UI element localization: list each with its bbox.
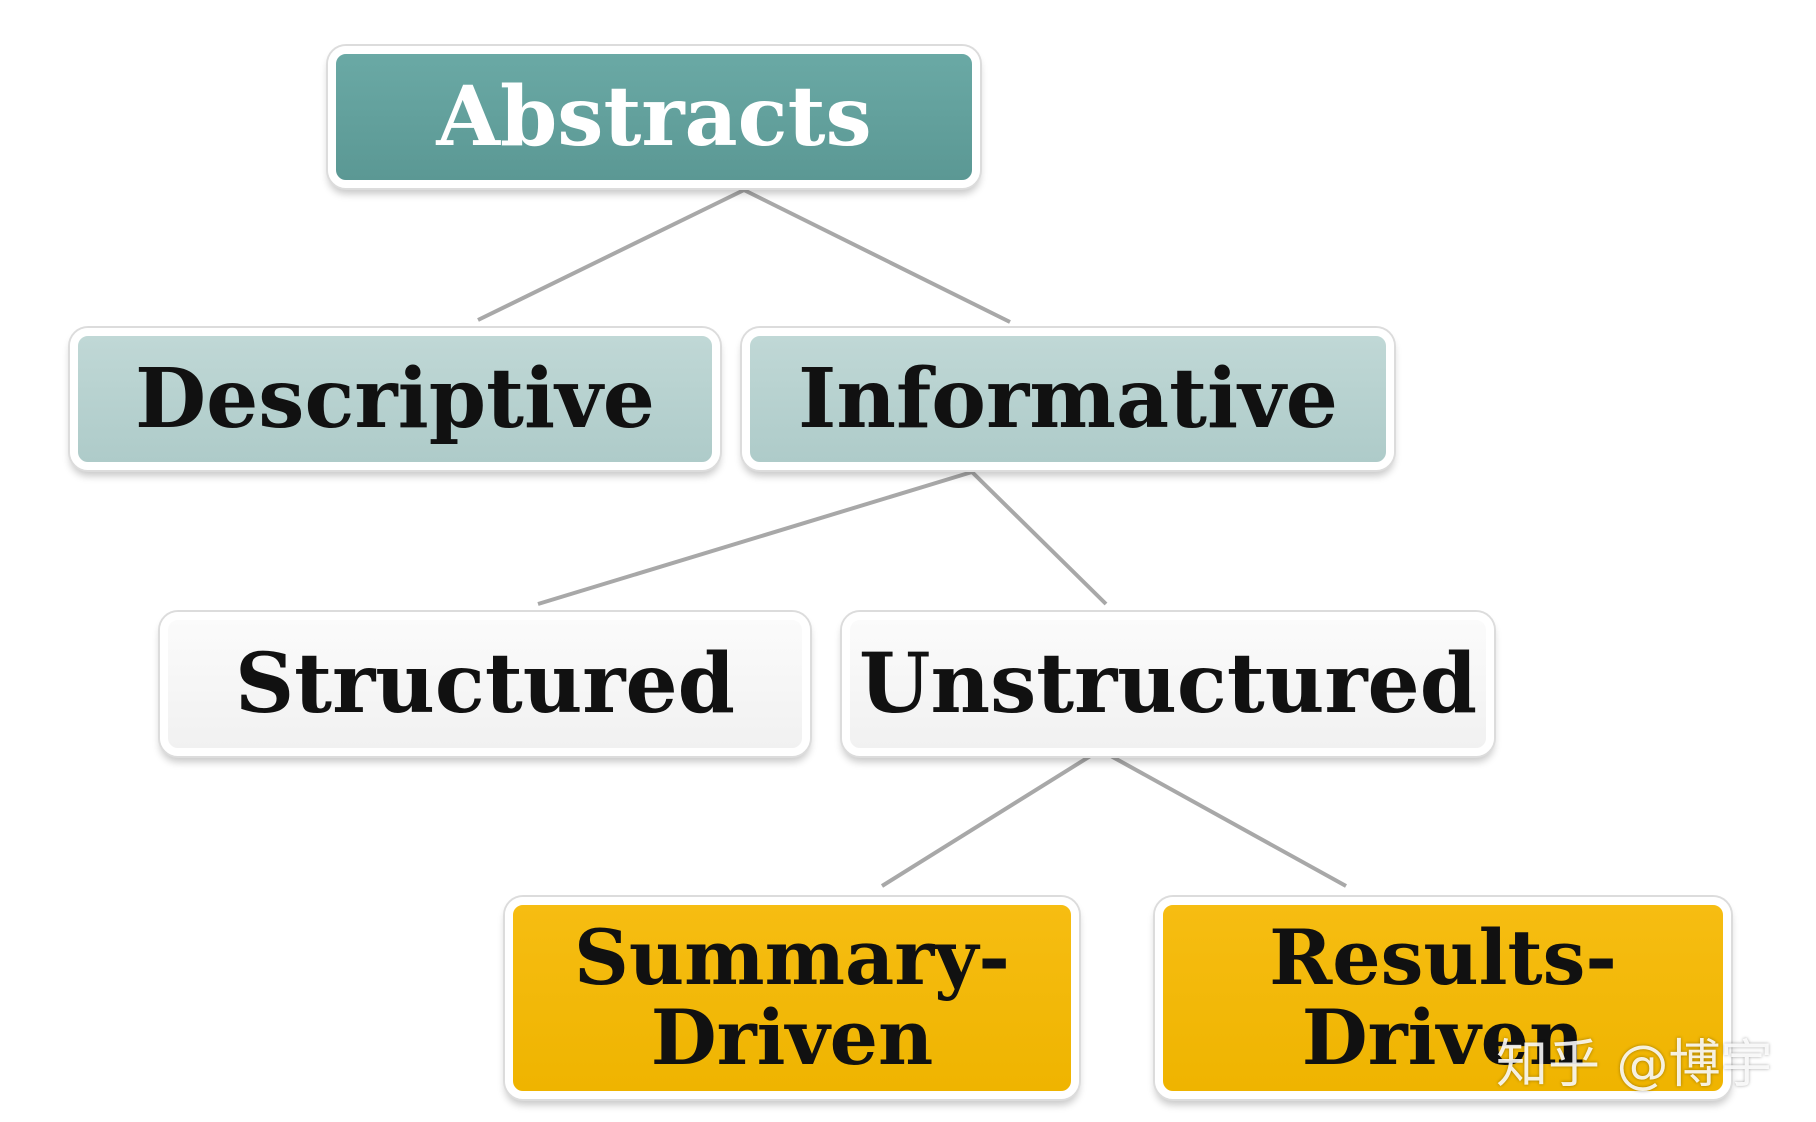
node-summary-driven-line-1: Summary-	[574, 913, 1010, 1003]
edge-informative-unstructured	[970, 470, 1108, 606]
node-structured: Structured	[160, 612, 810, 756]
node-unstructured-label: Unstructured	[858, 635, 1478, 732]
node-results-driven: Results- Driven	[1155, 897, 1731, 1099]
node-descriptive-label: Descriptive	[135, 350, 655, 447]
node-structured-label: Structured	[234, 635, 736, 732]
edge-informative-structured	[537, 470, 973, 606]
node-summary-driven-line-2: Driven	[650, 993, 934, 1082]
node-abstracts: Abstracts	[328, 46, 980, 188]
edge-abstracts-informative	[743, 188, 1011, 324]
node-descriptive: Descriptive	[70, 328, 720, 470]
node-summary-driven: Summary- Driven	[505, 897, 1079, 1099]
node-results-driven-line-2: Driven	[1301, 993, 1585, 1082]
edge-unstructured-results	[1099, 748, 1347, 888]
node-informative-label: Informative	[798, 350, 1338, 447]
node-results-driven-line-1: Results-	[1269, 913, 1617, 1003]
node-informative: Informative	[742, 328, 1394, 470]
edge-abstracts-descriptive	[477, 188, 745, 322]
edge-unstructured-summary	[880, 748, 1102, 888]
node-abstracts-label: Abstracts	[436, 68, 872, 165]
node-unstructured: Unstructured	[842, 612, 1494, 756]
watermark: 知乎 @博宇	[1496, 1035, 1773, 1095]
